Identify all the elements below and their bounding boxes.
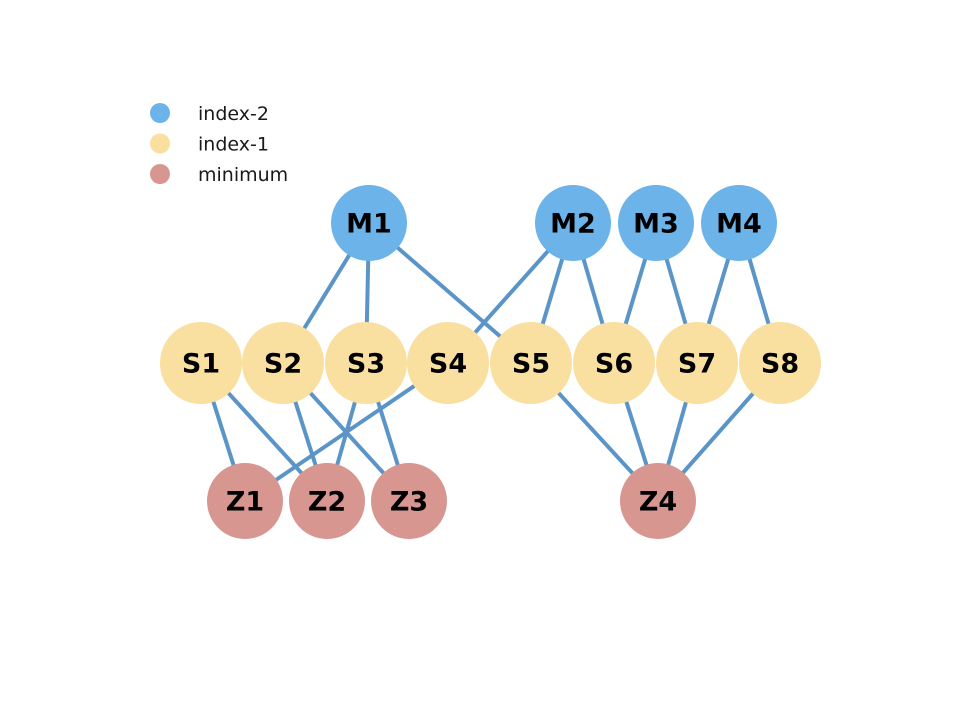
node-circle-m1[interactable] [331,185,407,261]
node-circle-s8[interactable] [739,322,821,404]
node-m4[interactable]: M4 [701,185,777,261]
legend-item-index-1: index-1 [150,133,269,156]
legend-label-minimum: minimum [198,164,288,186]
node-circle-z3[interactable] [371,463,447,539]
node-z3[interactable]: Z3 [371,463,447,539]
node-circle-z2[interactable] [289,463,365,539]
node-circle-s4[interactable] [407,322,489,404]
node-circle-m4[interactable] [701,185,777,261]
legend-item-index-2: index-2 [150,103,269,125]
node-s4[interactable]: S4 [407,322,489,404]
legend-swatch-index-1-icon [150,133,170,154]
node-circle-s5[interactable] [490,322,572,404]
node-s3[interactable]: S3 [325,322,407,404]
legend-label-index-2: index-2 [198,103,269,125]
node-z1[interactable]: Z1 [207,463,283,539]
node-z4[interactable]: Z4 [620,463,696,539]
node-circle-s3[interactable] [325,322,407,404]
legend: index-2 index-1 minimum [150,103,288,186]
node-s8[interactable]: S8 [739,322,821,404]
node-m1[interactable]: M1 [331,185,407,261]
node-m3[interactable]: M3 [618,185,694,261]
node-circle-s2[interactable] [242,322,324,404]
node-s2[interactable]: S2 [242,322,324,404]
legend-item-minimum: minimum [150,164,288,186]
node-s1[interactable]: S1 [160,322,242,404]
node-s7[interactable]: S7 [656,322,738,404]
legend-swatch-minimum-icon [150,164,170,184]
node-m2[interactable]: M2 [535,185,611,261]
node-circle-s6[interactable] [573,322,655,404]
node-circle-z4[interactable] [620,463,696,539]
node-circle-z1[interactable] [207,463,283,539]
node-circle-m2[interactable] [535,185,611,261]
node-s6[interactable]: S6 [573,322,655,404]
legend-label-index-1: index-1 [198,134,269,156]
node-s5[interactable]: S5 [490,322,572,404]
node-circle-s1[interactable] [160,322,242,404]
node-z2[interactable]: Z2 [289,463,365,539]
legend-swatch-index-2-icon [150,103,170,123]
node-circle-s7[interactable] [656,322,738,404]
node-circle-m3[interactable] [618,185,694,261]
